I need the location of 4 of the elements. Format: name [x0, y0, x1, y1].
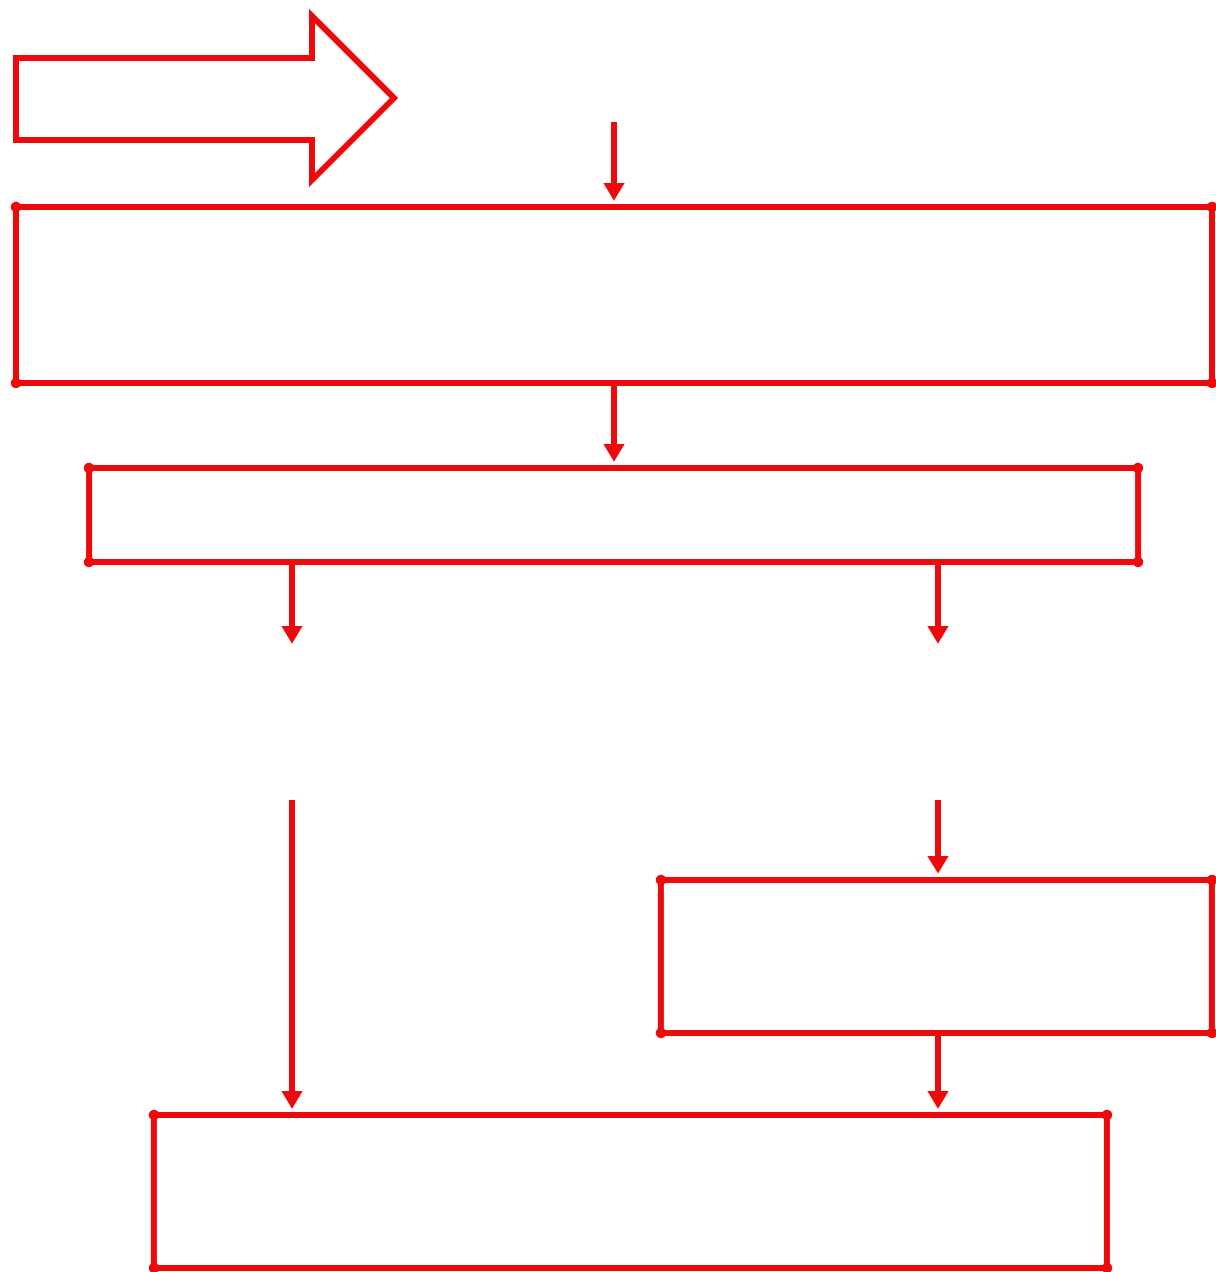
process-box [148, 1109, 1113, 1272]
process-box [655, 874, 1216, 1039]
process-box [10, 201, 1216, 389]
process-box [83, 462, 1144, 568]
